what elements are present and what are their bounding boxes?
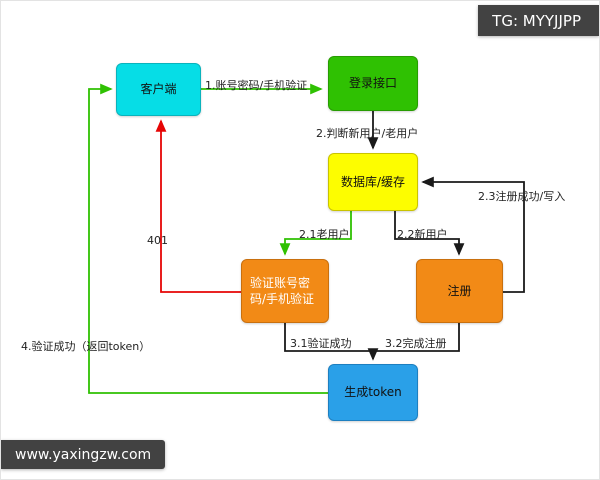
edge-label-4-return-token: 4.验证成功（返回token） <box>21 340 151 353</box>
node-client-label: 客户端 <box>140 82 177 97</box>
node-client: 客户端 <box>116 63 201 116</box>
node-register-label: 注册 <box>447 283 472 298</box>
node-verify-credentials-label: 验证账号密码/手机验证 <box>250 275 315 306</box>
arrow-verify-401-to-client <box>155 119 241 293</box>
node-register: 注册 <box>416 259 503 323</box>
edge-label-3-1-verify-ok: 3.1验证成功 <box>290 337 352 350</box>
site-url-badge: www.yaxingzw.com <box>1 440 166 469</box>
tg-contact-badge: TG: MYYJJPP <box>478 5 599 36</box>
node-database-cache-label: 数据库/缓存 <box>340 174 406 189</box>
node-database-cache: 数据库/缓存 <box>328 153 418 211</box>
node-verify-credentials: 验证账号密码/手机验证 <box>241 259 329 323</box>
arrow-database-to-register <box>394 211 465 256</box>
arrow-verify-to-token <box>284 323 379 361</box>
edge-label-401: 401 <box>147 234 168 247</box>
node-generate-token: 生成token <box>328 364 418 421</box>
arrow-database-to-verify <box>279 211 352 256</box>
edge-label-2-check-user: 2.判断新用户/老用户 <box>316 127 419 140</box>
node-generate-token-label: 生成token <box>344 385 402 400</box>
edge-label-3-2-register-done: 3.2完成注册 <box>385 337 447 350</box>
arrow-register-to-database <box>421 176 525 293</box>
arrow-token-to-client <box>88 83 328 394</box>
edge-label-2-2-new-user: 2.2新用户 <box>397 228 448 241</box>
node-login-api-label: 登录接口 <box>348 76 397 91</box>
edge-label-2-3-register-write: 2.3注册成功/写入 <box>478 190 566 203</box>
edge-label-1-credentials: 1.账号密码/手机验证 <box>205 79 308 92</box>
node-login-api: 登录接口 <box>328 56 418 111</box>
arrow-register-to-token <box>373 323 460 352</box>
edge-label-2-1-old-user: 2.1老用户 <box>299 228 350 241</box>
